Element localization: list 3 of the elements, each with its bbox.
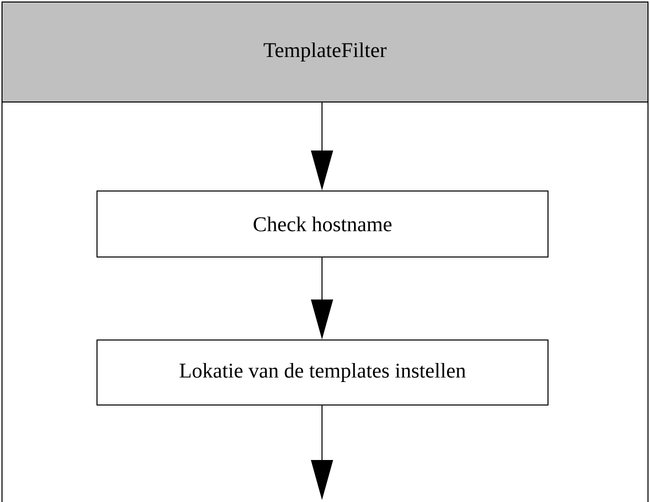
process-box: Check hostname bbox=[96, 190, 548, 258]
process-box: Lokatie van de templates instellen bbox=[96, 340, 548, 406]
header-band: TemplateFilter bbox=[2, 2, 648, 102]
